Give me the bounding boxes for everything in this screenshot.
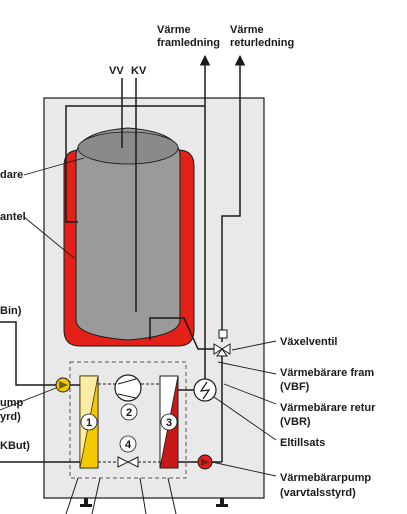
tank-top xyxy=(77,131,179,165)
cabinet-feet xyxy=(80,498,228,507)
label-vbr-2: (VBR) xyxy=(280,416,311,428)
label-eltillsats: Eltillsats xyxy=(280,437,325,449)
bottom-pipes xyxy=(65,477,177,514)
label-bin: Bin) xyxy=(0,305,22,317)
number-4: 4 xyxy=(125,439,132,451)
label-dare: dare xyxy=(0,169,23,181)
label-varme-fram-1: Värme xyxy=(157,24,191,36)
bin-pipe xyxy=(0,321,56,386)
varmebararpump xyxy=(197,454,213,470)
label-vbf-1: Värmebärare fram xyxy=(280,367,374,379)
eltillsats-heater xyxy=(193,378,217,402)
label-vaxelventil: Växelventil xyxy=(280,336,337,348)
label-varmebararpump-1: Värmebärarpump xyxy=(280,472,371,484)
label-pump-1: ump xyxy=(0,397,24,409)
label-varme-retur-1: Värme xyxy=(230,24,264,36)
number-circles: 1 2 3 4 xyxy=(80,403,178,453)
label-kv: KV xyxy=(131,65,147,77)
label-vv: VV xyxy=(109,65,124,77)
label-kbut: KBut) xyxy=(0,440,30,452)
label-vbf-2: (VBF) xyxy=(280,381,310,393)
return-pipe-inner xyxy=(221,84,241,342)
label-varme-fram-2: framledning xyxy=(157,37,220,49)
jacket-pipe-left xyxy=(65,105,205,223)
water-tank xyxy=(75,127,181,341)
leader-lines xyxy=(0,157,277,477)
label-varmebararpump-2: (varvtalsstyrd) xyxy=(280,487,356,499)
number-1: 1 xyxy=(86,417,92,429)
module-box xyxy=(69,361,187,479)
component-2-compressor xyxy=(114,374,142,402)
label-varme-retur-2: returledning xyxy=(230,37,294,49)
label-antel: antel xyxy=(0,211,26,223)
label-pump-2: yrd) xyxy=(0,411,21,423)
component-4-expansion-valve xyxy=(98,456,160,468)
brine-pump xyxy=(55,377,71,393)
valve-to-tank-pipe xyxy=(149,317,214,350)
number-2: 2 xyxy=(126,407,132,419)
number-3: 3 xyxy=(166,417,172,429)
label-vbr-1: Värmebärare retur xyxy=(280,402,376,414)
